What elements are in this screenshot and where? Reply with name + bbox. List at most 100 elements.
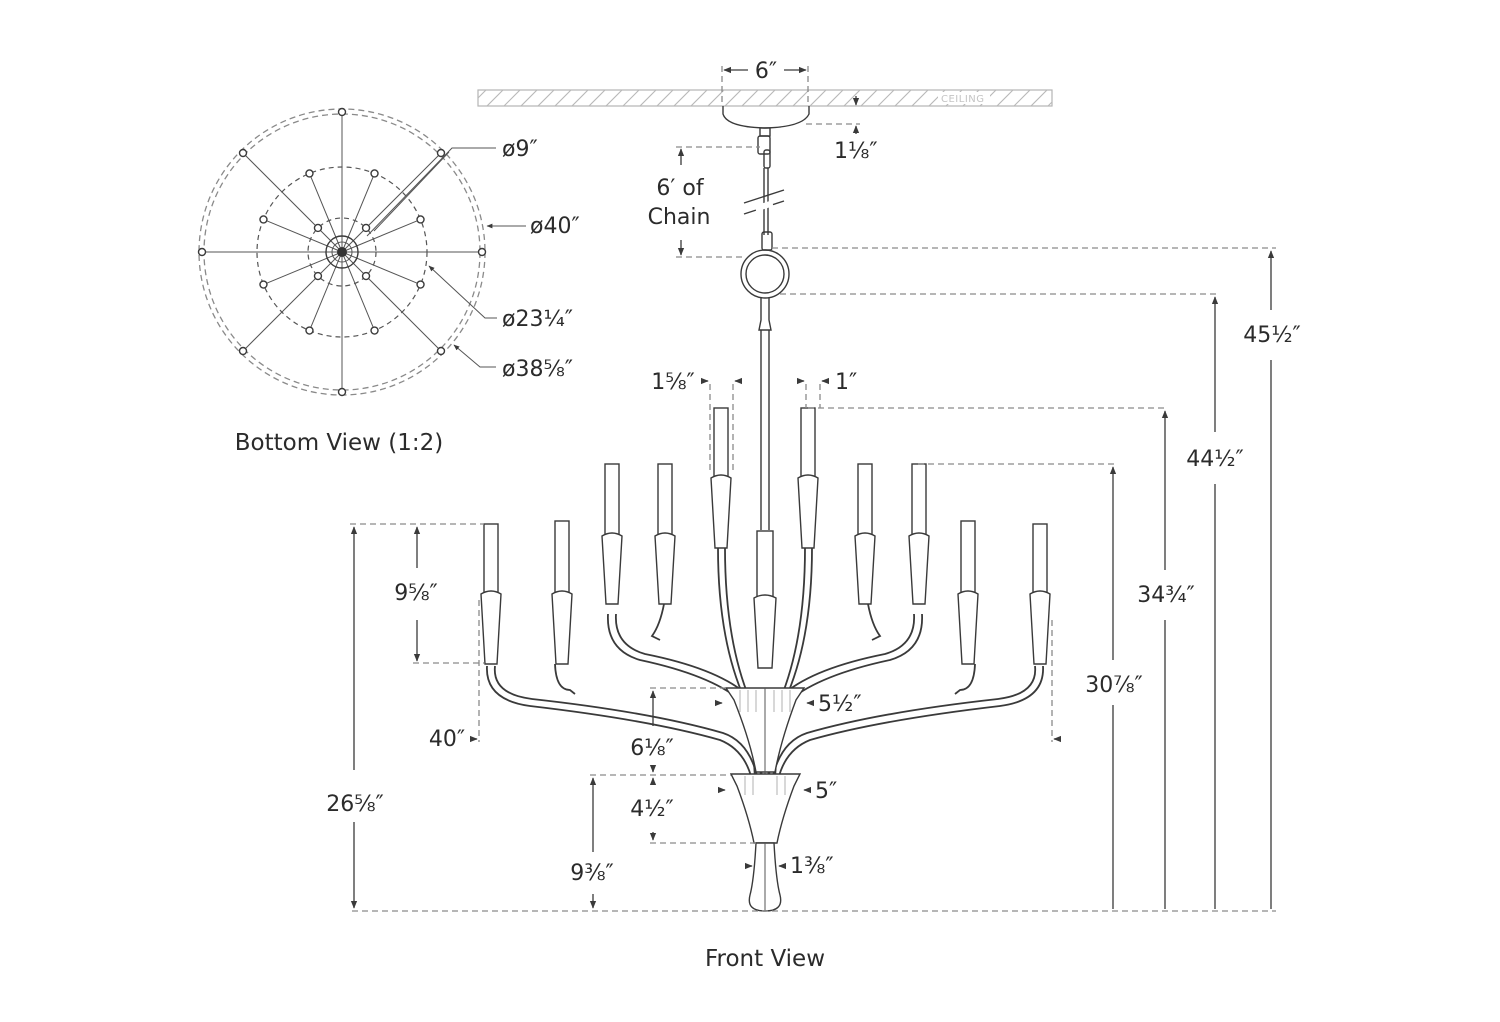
dim-inner-ring-diameter: ø23¼″ [502,307,573,332]
candle-tube [857,463,873,541]
bottom-view-candle-node [337,387,347,397]
arm [650,603,665,641]
bottom-view-candle-node [305,169,314,178]
candle-sleeve [753,594,777,669]
bottom-view-candle-node [313,271,323,281]
dim-lower-cup-width: 5″ [815,779,837,804]
ceiling: CEILING [477,89,1053,107]
candle-sleeve [1029,590,1051,665]
candle [710,407,732,549]
candle-tube [604,463,620,541]
dim-candle-width: 1″ [835,370,857,395]
candle-tube [483,523,499,599]
candle [551,520,573,665]
candle-sleeve [797,474,819,549]
bottom-view-candle-node [259,280,268,289]
lower-cup [729,773,802,844]
bottom-view-spoke [263,251,343,285]
candle-sleeve [480,590,502,665]
candle-tube [554,520,570,599]
candle-sleeve [551,590,573,665]
bottom-view-spoke [263,219,343,253]
candle [1029,523,1051,665]
candle-sleeve [710,474,732,549]
dim-finial-width: 1⅜″ [790,854,834,879]
bottom-view-arms [197,107,487,397]
bottom-view-spoke [309,173,343,253]
candle-tube [800,407,816,483]
candle-tube [713,407,729,483]
bottom-view-spoke [242,251,343,352]
bottom-view-hub [325,235,359,269]
bottom-view-candle-node [238,346,248,356]
dim-height-mid-candle: 30⅞″ [1085,673,1143,698]
dim-chain-line2: Chain [648,205,711,230]
candle-tube [1032,523,1048,599]
canopy [722,106,810,129]
candle [854,463,876,605]
arm [486,665,753,781]
candle [654,463,676,605]
bottom-view-candle-node [238,148,248,158]
bottom-view-candle-node [477,247,487,257]
front-view: 6″ 1⅛″ 6′ of Chain 45½″ 44½″ 34¾″ [326,59,1301,972]
bottom-view-candle-node [436,346,446,356]
bottom-view-candle-node [370,169,379,178]
candle [797,407,819,549]
bottom-view-candle-node [361,271,371,281]
bottom-view-candle-node [436,148,446,158]
dim-upper-cup-width: 5½″ [818,692,862,717]
dim-outer-ring-diameter: ø38⅝″ [502,357,573,382]
bottom-view-candle-node [416,280,425,289]
leader-inner-ring [428,265,497,319]
bottom-view-spoke [309,251,343,331]
leader-outer-ring [453,344,496,368]
front-view-caption: Front View [705,946,825,972]
candle-tube [657,463,673,541]
bottom-view-spoke [341,251,442,352]
bottom-view-candle-node [313,223,323,233]
dim-canopy-width: 6″ [755,59,777,84]
bottom-view: ø9″ ø40″ ø23¼″ ø38⅝″ Bottom View (1:2) [197,107,580,456]
ring-loop [740,249,790,299]
dim-upper-cup-to-lower: 6⅛″ [630,736,674,761]
bottom-view-candle-node [197,247,207,257]
bottom-view-candle-node [259,215,268,224]
candle-sleeve [654,532,676,605]
candle [908,463,930,605]
bottom-view-candle-node [416,215,425,224]
chain-break-mark [743,189,785,204]
leader-canopy [366,147,496,237]
dim-overall-to-ring: 44½″ [1186,447,1244,472]
dim-candle-sleeve-width: 1⅝″ [651,370,695,395]
bottom-view-spoke [341,251,421,285]
candle-sleeve [908,532,930,605]
candle [753,530,777,669]
dim-lower-cup-height: 4½″ [630,797,674,822]
dim-chain-line1: 6′ of [656,176,704,201]
dim-bottom-section: 9⅜″ [570,861,614,886]
dim-candle-height: 9⅝″ [394,581,438,606]
arm [777,665,1044,781]
bottom-view-spoke [242,152,343,253]
bottom-view-spoke [341,251,375,331]
bottom-view-candle-node [305,326,314,335]
candle-sleeve [601,532,623,605]
dim-overall-width: 40″ [429,727,465,752]
candle-tube [960,520,976,599]
bottom-view-spoke [341,173,375,253]
bottom-view-candle-node [337,107,347,117]
candle-sleeve [957,590,979,665]
bottom-view-spoke [341,219,421,253]
ceiling-label: CEILING [941,94,985,105]
candle-tube [911,463,927,541]
bottom-view-caption: Bottom View (1:2) [235,430,444,456]
candle-tube [756,530,774,603]
arm [954,663,976,695]
bottom-view-candle-node [361,223,371,233]
bottom-view-spoke [341,152,442,253]
dim-overall-diameter: ø40″ [530,214,580,239]
arm [867,603,882,641]
dim-height-top-candle: 34¾″ [1137,583,1195,608]
